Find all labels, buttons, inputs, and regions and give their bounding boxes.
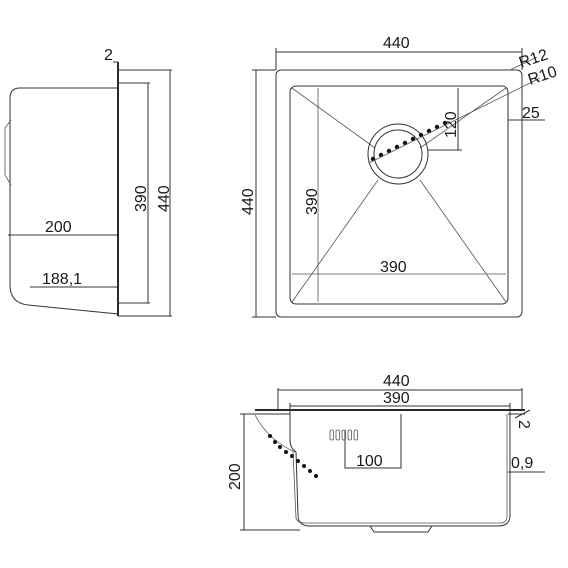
front-section-depth-label: 200 — [227, 463, 244, 490]
front-section-flange-label: 2 — [515, 420, 532, 429]
top-view-r12-leader — [509, 56, 538, 71]
side-view-body — [9, 87, 119, 315]
front-section-wall-label: 0,9 — [511, 455, 533, 472]
side-view-flange-label: 2 — [104, 47, 113, 64]
side-view-390-label: 390 — [133, 185, 150, 212]
side-view-depth-label: 200 — [45, 219, 72, 236]
front-section: 440 390 2 100 0,9 200 — [227, 373, 545, 533]
front-section-bowl — [289, 414, 511, 527]
top-view-width-label: 440 — [383, 35, 410, 52]
top-view-inner-bowl — [289, 85, 509, 305]
top-view-inner-height-label: 390 — [304, 188, 321, 215]
front-section-inner-width-label: 390 — [383, 390, 410, 407]
top-view-r10-leader — [368, 77, 541, 164]
front-section-width-label: 440 — [383, 373, 410, 390]
side-view: 2 390 440 200 188,1 — [4, 47, 173, 317]
front-section-overflow-curve — [254, 414, 296, 453]
front-section-overflow-slots — [329, 429, 358, 441]
side-view-440-label: 440 — [156, 185, 173, 212]
front-section-overflow-label: 100 — [356, 453, 383, 470]
front-section-overflow-box — [344, 414, 402, 469]
top-view-dots — [370, 120, 448, 162]
top-view-flange-label: 25 — [522, 105, 540, 122]
top-view-drain-inner — [373, 129, 423, 179]
top-view: 440 R12 R10 25 120 440 390 390 — [240, 35, 559, 318]
top-view-inner-width-label: 390 — [380, 259, 407, 276]
top-view-height-label: 440 — [240, 188, 257, 215]
front-section-drain — [369, 525, 433, 533]
side-view-body-inner — [4, 119, 12, 186]
top-view-outer-flange — [275, 69, 523, 318]
side-view-bottom-label: 188,1 — [42, 271, 82, 288]
top-view-120-label: 120 — [443, 111, 460, 138]
front-section-dots — [268, 434, 318, 478]
top-view-drain-outer — [367, 123, 429, 185]
